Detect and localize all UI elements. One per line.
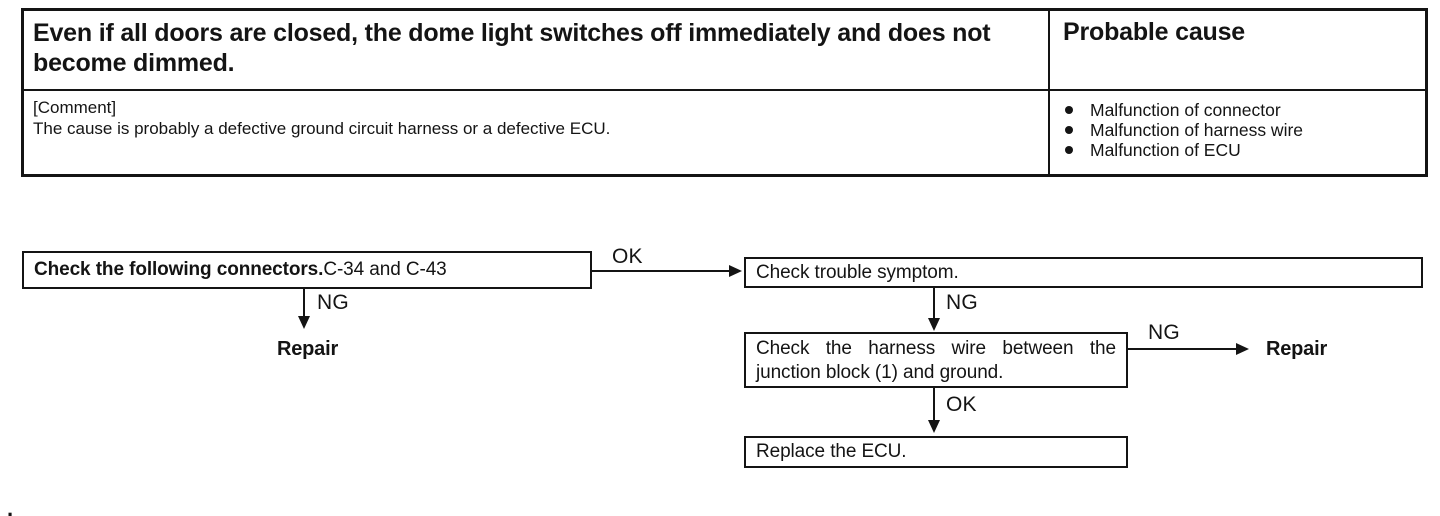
bullet-icon (1065, 106, 1073, 114)
flow-step-check-connectors: Check the following connectors. C-34 and… (22, 251, 592, 289)
step1-text-bold: Check the following connectors. (34, 259, 324, 280)
comment-text: The cause is probably a defective ground… (33, 119, 611, 138)
cause-text: Malfunction of connector (1090, 100, 1281, 120)
step3-line1: Check the harness wire between the (756, 338, 1116, 359)
flow-step-check-trouble-symptom: Check trouble symptom. (744, 257, 1423, 288)
bullet-icon (1065, 126, 1073, 134)
step1-text-rest: C-34 and C-43 (323, 259, 447, 280)
probable-cause-header: Probable cause (1050, 11, 1425, 91)
ok-label: OK (946, 393, 977, 416)
list-item: Malfunction of ECU (1050, 140, 1425, 160)
arrow-line (592, 270, 732, 272)
ok-label: OK (612, 245, 643, 268)
flow-step-replace-ecu: Replace the ECU. (744, 436, 1128, 468)
comment-cell: [Comment] The cause is probably a defect… (24, 91, 1050, 174)
stray-mark: . (7, 496, 14, 516)
symptom-table: Even if all doors are closed, the dome l… (21, 8, 1428, 177)
list-item: Malfunction of harness wire (1050, 120, 1425, 140)
flow-step-check-harness-wire: Check the harness wire between the junct… (744, 332, 1128, 388)
bullet-icon (1065, 146, 1073, 154)
causes-cell: Malfunction of connector Malfunction of … (1050, 91, 1425, 174)
list-item: Malfunction of connector (1050, 100, 1425, 120)
step2-text: Check trouble symptom. (756, 261, 959, 283)
symptom-text: Even if all doors are closed, the dome l… (24, 11, 1050, 91)
arrowhead-down-icon (298, 316, 310, 329)
ng-label: NG (946, 291, 978, 314)
comment-label: [Comment] (33, 98, 117, 117)
arrow-line (933, 288, 935, 320)
arrowhead-right-icon (729, 265, 742, 277)
cause-text: Malfunction of ECU (1090, 140, 1241, 160)
arrowhead-right-icon (1236, 343, 1249, 355)
arrow-line (303, 289, 305, 319)
repair-result-1: Repair (277, 338, 339, 360)
ng-label: NG (1148, 321, 1180, 344)
step3-line2: junction block (1) and ground. (756, 362, 1004, 383)
step4-text: Replace the ECU. (756, 441, 907, 462)
arrowhead-down-icon (928, 318, 940, 331)
arrow-line (933, 388, 935, 422)
cause-text: Malfunction of harness wire (1090, 120, 1304, 140)
arrow-line (1128, 348, 1238, 350)
arrowhead-down-icon (928, 420, 940, 433)
repair-result-2: Repair (1266, 338, 1328, 360)
ng-label: NG (317, 291, 349, 314)
